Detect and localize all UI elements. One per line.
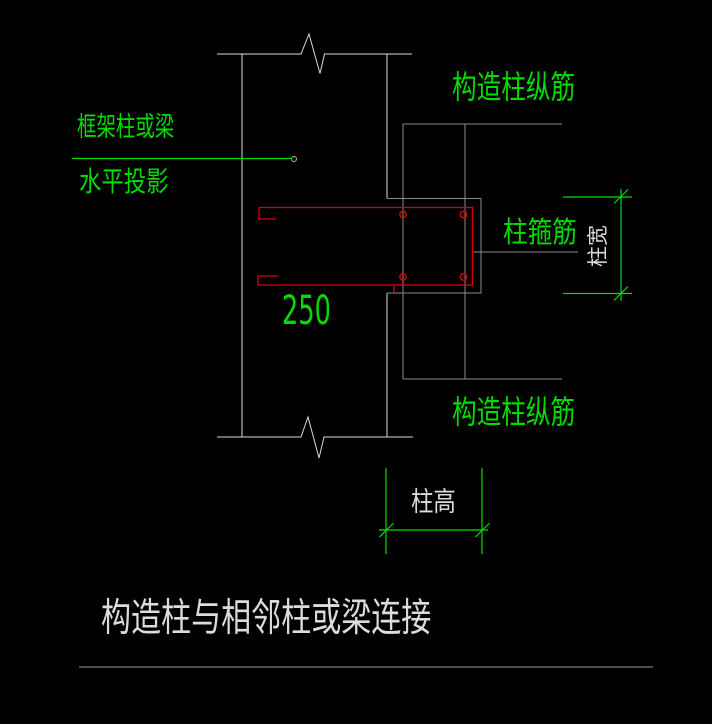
label-top-longitudinal-bars: 构造柱纵筋 bbox=[452, 68, 576, 106]
label-horizontal-projection: 水平投影 bbox=[79, 165, 169, 198]
stirrup-geometry bbox=[257, 206, 474, 292]
dim-tick-icon bbox=[613, 189, 629, 204]
green-annotations bbox=[72, 157, 632, 554]
leader-end-dot-icon bbox=[291, 156, 297, 162]
dim-tick-icon bbox=[475, 522, 490, 538]
drawing-title: 构造柱与相邻柱或梁连接 bbox=[101, 596, 432, 641]
dim-tick-icon bbox=[613, 286, 629, 301]
break-line-bottom-icon bbox=[217, 415, 413, 459]
break-line-top-icon bbox=[217, 32, 412, 74]
rebar-dot-icon bbox=[399, 210, 407, 219]
label-column-stirrup: 柱箍筋 bbox=[503, 215, 577, 249]
label-embedment-length-250: 250 bbox=[282, 288, 331, 334]
frame-column-outline bbox=[217, 32, 413, 459]
dim-tick-icon bbox=[379, 522, 394, 538]
rebar-dot-icon bbox=[459, 210, 468, 219]
label-column-depth: 柱高 bbox=[411, 487, 456, 518]
constructional-column-outline bbox=[79, 123, 653, 668]
dimension-column-width bbox=[563, 189, 632, 301]
label-bottom-longitudinal-bars: 构造柱纵筋 bbox=[452, 393, 576, 431]
rebar-dot-icon bbox=[459, 273, 468, 281]
stirrup-outline bbox=[257, 206, 474, 286]
label-frame-column-or-beam: 框架柱或梁 bbox=[77, 112, 175, 143]
column-plan-outline bbox=[387, 198, 482, 294]
dimension-column-depth bbox=[379, 468, 490, 554]
rebar-dot-icon bbox=[399, 273, 407, 281]
label-column-width: 柱宽 bbox=[585, 225, 610, 267]
